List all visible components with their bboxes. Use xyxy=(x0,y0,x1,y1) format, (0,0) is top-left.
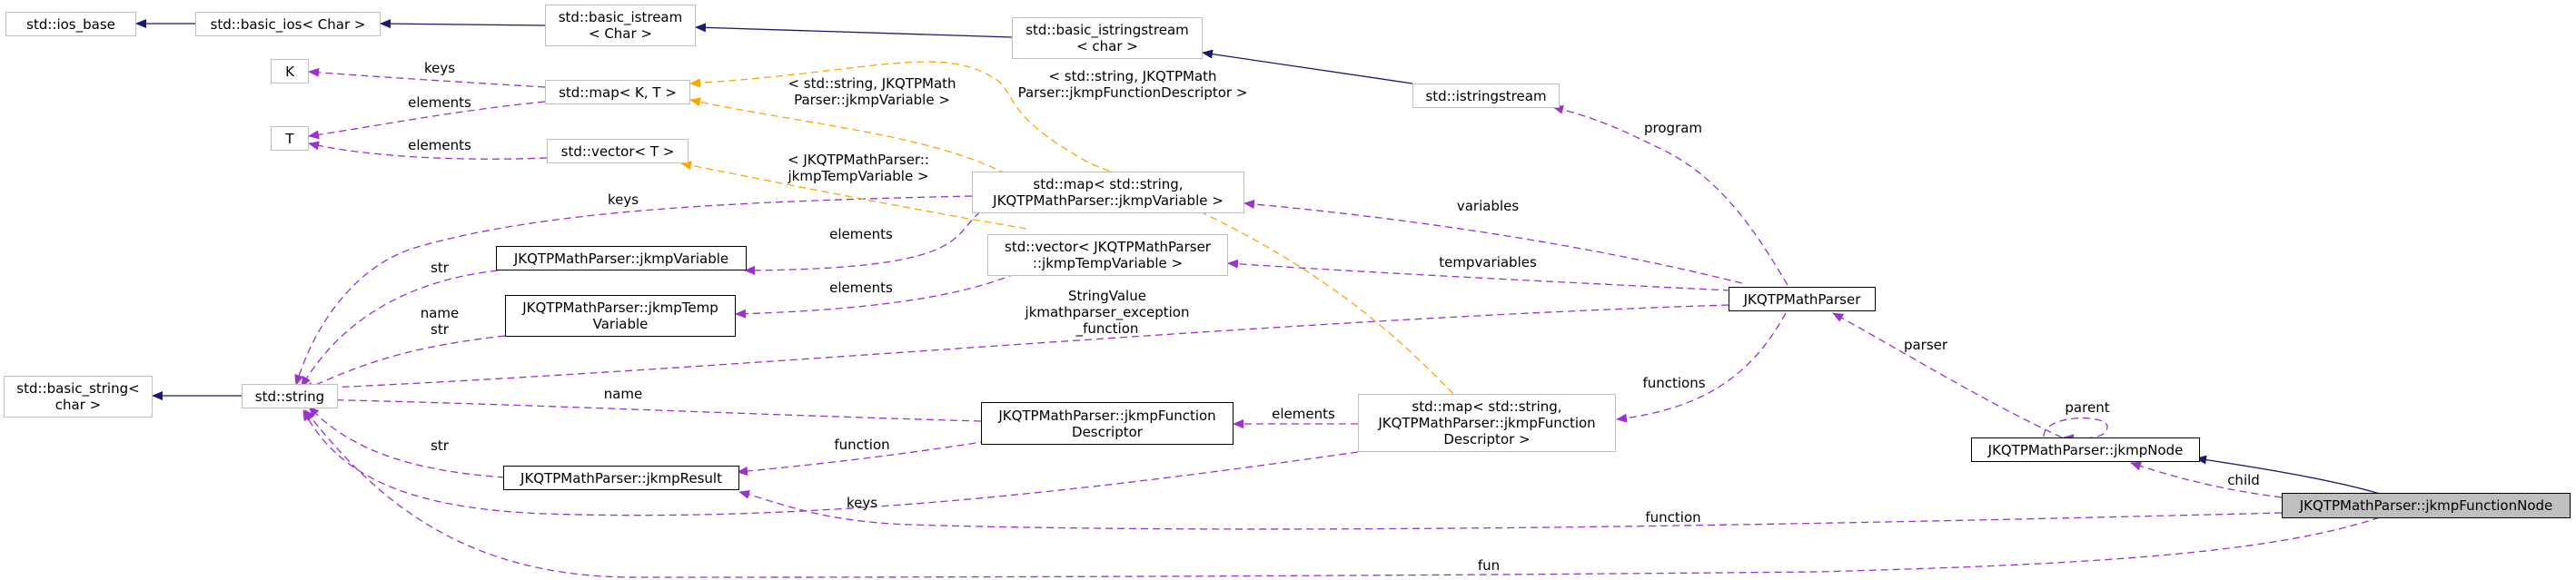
edge-vectort-to-t xyxy=(308,141,548,160)
label-elements-function-descriptor: elements xyxy=(1272,406,1335,422)
edge-funcnode-to-jkmpnode xyxy=(2195,455,2381,495)
node-basic-string[interactable]: std::basic_string< char > xyxy=(4,376,153,418)
label-elements-map-t: elements xyxy=(408,94,471,111)
edge-parser-to-mapfunc xyxy=(1616,312,1787,423)
edge-basic-istream-to-basic-ios xyxy=(380,19,546,29)
edge-mapvar-to-jkmpvariable xyxy=(744,204,991,275)
node-map-variable[interactable]: std::map< std::string, JKQTPMathParser::… xyxy=(972,172,1244,213)
node-ios-base[interactable]: std::ios_base xyxy=(5,12,136,36)
label-variables: variables xyxy=(1456,198,1520,214)
label-str-result: str xyxy=(431,437,449,454)
label-elements-temp-variable: elements xyxy=(829,280,893,296)
label-template-vector-temp: < JKQTPMathParser:: jkmpTempVariable > xyxy=(788,152,929,184)
label-elements-vector-t: elements xyxy=(408,137,471,153)
node-basic-istringstream[interactable]: std::basic_istringstream < char > xyxy=(1012,17,1203,59)
label-keys-map-function: keys xyxy=(846,495,878,511)
node-jkqtp-math-parser[interactable]: JKQTPMathParser xyxy=(1729,287,1876,311)
label-child: child xyxy=(2227,472,2260,488)
node-jkmp-function-descriptor[interactable]: JKQTPMathParser::jkmpFunction Descriptor xyxy=(981,402,1234,445)
label-keys-map-variable: keys xyxy=(607,192,639,208)
edge-parser-to-vectortemp xyxy=(1227,259,1731,291)
label-keys-k: keys xyxy=(423,60,456,76)
node-jkmp-result[interactable]: JKQTPMathParser::jkmpResult xyxy=(503,466,739,490)
edge-result-to-string xyxy=(308,406,506,478)
node-k[interactable]: K xyxy=(271,59,309,84)
edge-mapvar-to-mapkt xyxy=(689,97,1027,187)
edge-funcnode-to-result xyxy=(738,489,2283,530)
node-istringstream[interactable]: std::istringstream xyxy=(1412,84,1560,108)
edge-vectortemp-to-vectort xyxy=(680,161,1027,230)
edge-funcnode-to-string xyxy=(304,409,2381,578)
label-template-map-function: < std::string, JKQTPMath Parser::jkmpFun… xyxy=(1017,68,1248,101)
node-basic-istream[interactable]: std::basic_istream < Char > xyxy=(545,5,696,46)
edge-mapvar-to-string xyxy=(294,195,973,386)
label-program: program xyxy=(1643,120,1703,136)
label-parent: parent xyxy=(2065,399,2110,416)
edge-parser-to-string xyxy=(308,304,1729,393)
node-jkmp-function-node: JKQTPMathParser::jkmpFunctionNode xyxy=(2282,493,2571,518)
label-tempvariables: tempvariables xyxy=(1439,254,1537,270)
label-name-str-temp: name str xyxy=(420,305,460,338)
edge-mapkt-to-k xyxy=(308,67,546,88)
label-function-descriptor: function xyxy=(834,437,890,453)
label-name-function-descriptor: name xyxy=(603,386,643,402)
node-vector-t[interactable]: std::vector< T > xyxy=(547,139,689,163)
node-basic-ios[interactable]: std::basic_ios< Char > xyxy=(195,12,381,36)
edge-istringstream-to-basic-istringstream xyxy=(1202,49,1413,84)
edge-jkmpnode-self-parent xyxy=(2043,417,2108,444)
edge-vectortemp-to-jkmptemp xyxy=(735,268,1027,319)
edge-basic-istringstream-to-basic-istream xyxy=(695,23,1013,38)
node-map-k-t[interactable]: std::map< K, T > xyxy=(545,80,690,104)
edge-funcdescriptor-to-string xyxy=(304,395,982,422)
node-jkmp-variable[interactable]: JKQTPMathParser::jkmpVariable xyxy=(496,246,747,270)
label-elements-variable: elements xyxy=(829,226,893,242)
edge-jkmpnode-to-parser xyxy=(1832,312,2063,438)
label-function-result: function xyxy=(1645,509,1701,526)
label-functions: functions xyxy=(1642,375,1706,391)
edge-jkmpvariable-to-string xyxy=(301,270,499,388)
edge-mapfunc-to-mapkt xyxy=(689,61,1454,395)
node-jkmp-node[interactable]: JKQTPMathParser::jkmpNode xyxy=(1971,437,2200,462)
node-t[interactable]: T xyxy=(271,126,309,151)
node-string[interactable]: std::string xyxy=(242,384,338,408)
label-stringvalue: StringValue jkmathparser_exception _func… xyxy=(1025,288,1190,337)
edge-funcnode-to-jkmpnode-child xyxy=(2130,461,2283,498)
label-parser: parser xyxy=(1903,337,1948,353)
node-vector-temp-variable[interactable]: std::vector< JKQTPMathParser ::jkmpTempV… xyxy=(987,234,1228,276)
edge-funcdescriptor-to-result xyxy=(737,438,1000,476)
label-fun: fun xyxy=(1477,557,1501,574)
label-str-variable: str xyxy=(431,260,449,276)
node-map-function-descriptor[interactable]: std::map< std::string, JKQTPMathParser::… xyxy=(1358,394,1616,452)
node-jkmp-temp-variable[interactable]: JKQTPMathParser::jkmpTemp Variable xyxy=(505,295,736,337)
edge-parser-to-istringstream xyxy=(1552,104,1788,286)
edge-parser-to-mapvar xyxy=(1243,199,1743,284)
label-template-map-variable: < std::string, JKQTPMath Parser::jkmpVar… xyxy=(788,75,956,108)
edge-mapfunc-to-string xyxy=(302,409,1359,516)
